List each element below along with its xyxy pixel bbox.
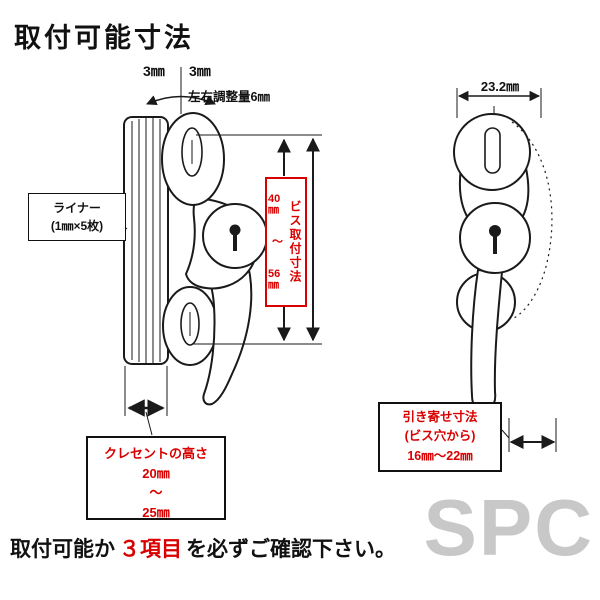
spc-watermark: SPC [423, 483, 594, 572]
crescent-height-box: クレセントの高さ 20㎜ 〜 25㎜ [86, 436, 226, 520]
keyhole-icon [229, 224, 241, 251]
left-dimension-lines [112, 67, 322, 436]
left-adjust-dim-right: 3㎜ [189, 63, 211, 79]
screw-pitch-min: 40㎜ [268, 192, 281, 216]
plate-width-dim: 23.2㎜ [480, 79, 520, 94]
right-lock-drawing [453, 106, 553, 448]
pull-dim-value: 16㎜〜22㎜ [407, 448, 473, 463]
liner-label-line1: ライナー [53, 201, 101, 215]
right-dimension-lines [456, 88, 557, 452]
crescent-height-min: 20㎜ [142, 465, 170, 481]
pull-dimension-box: 引き寄せ寸法 (ビス穴から) 16㎜〜22㎜ [378, 402, 502, 473]
liner-label-line2: (1㎜×5枚) [50, 219, 104, 233]
screw-pitch-max: 56㎜ [268, 267, 281, 291]
crescent-height-tilde: 〜 [149, 485, 163, 500]
pull-dim-line1: 引き寄せ寸法 [402, 410, 478, 424]
note-emphasis: ３項目 [119, 538, 182, 561]
crescent-height-title: クレセントの高さ [103, 446, 208, 461]
adjust-range-label: 左右調整量6㎜ [188, 90, 270, 104]
keyhole-icon [489, 225, 501, 254]
left-lock-drawing [123, 112, 268, 406]
screw-pitch-label: ビス取付寸法 [288, 200, 302, 284]
pull-dim-line2: (ビス穴から) [404, 429, 476, 444]
note-pre: 取付可能か [10, 538, 115, 561]
screw-pitch-value: 40㎜ 〜 56㎜ [268, 179, 287, 305]
swing-arc [511, 121, 553, 319]
note-post: を必ずご確認下さい。 [186, 538, 396, 561]
liner-callout-box: ライナー (1㎜×5枚) [28, 193, 126, 241]
screw-pitch-box: 40㎜ 〜 56㎜ ビス取付寸法 [265, 177, 307, 307]
page-title: 取付可能寸法 [14, 23, 194, 53]
crescent-height-max: 25㎜ [142, 504, 170, 520]
screw-pitch-tilde: 〜 [272, 235, 283, 248]
left-adjust-dim-left: 3㎜ [143, 63, 165, 79]
